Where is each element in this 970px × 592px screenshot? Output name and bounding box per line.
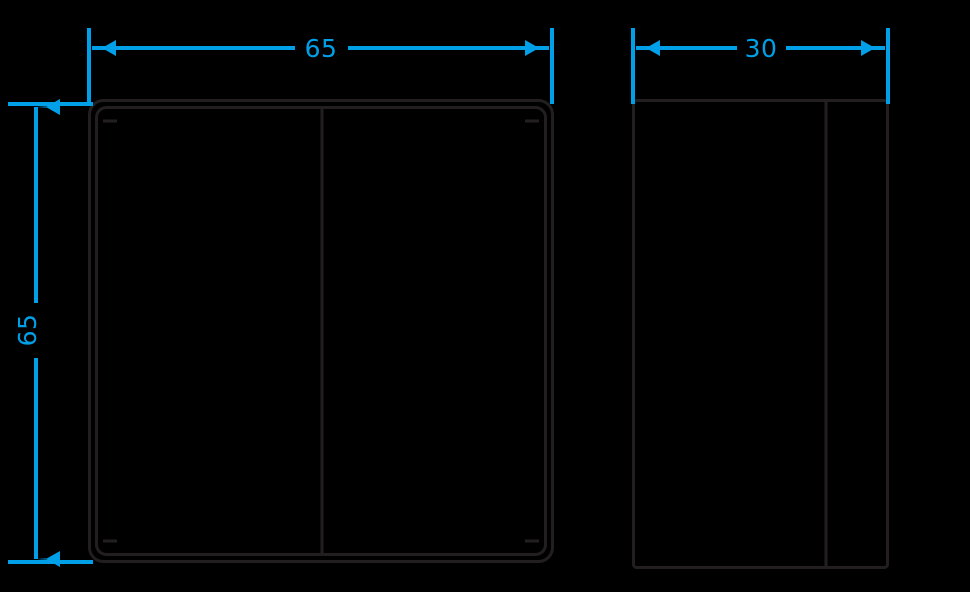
dimension-side-width: 30 (631, 28, 890, 104)
dimension-front-width: 65 (87, 28, 554, 104)
side-view-outline (632, 99, 889, 569)
front-view-outer-outline (88, 99, 554, 563)
front-view-geometry (88, 99, 554, 563)
dimension-front-height: 65 (8, 99, 93, 567)
side-view-geometry (632, 99, 889, 569)
dim-label-side-width: 30 (745, 34, 778, 63)
dim-label-front-width: 65 (305, 34, 338, 63)
front-view-inner-outline (95, 106, 547, 556)
dim-label-front-height: 65 (13, 314, 42, 347)
